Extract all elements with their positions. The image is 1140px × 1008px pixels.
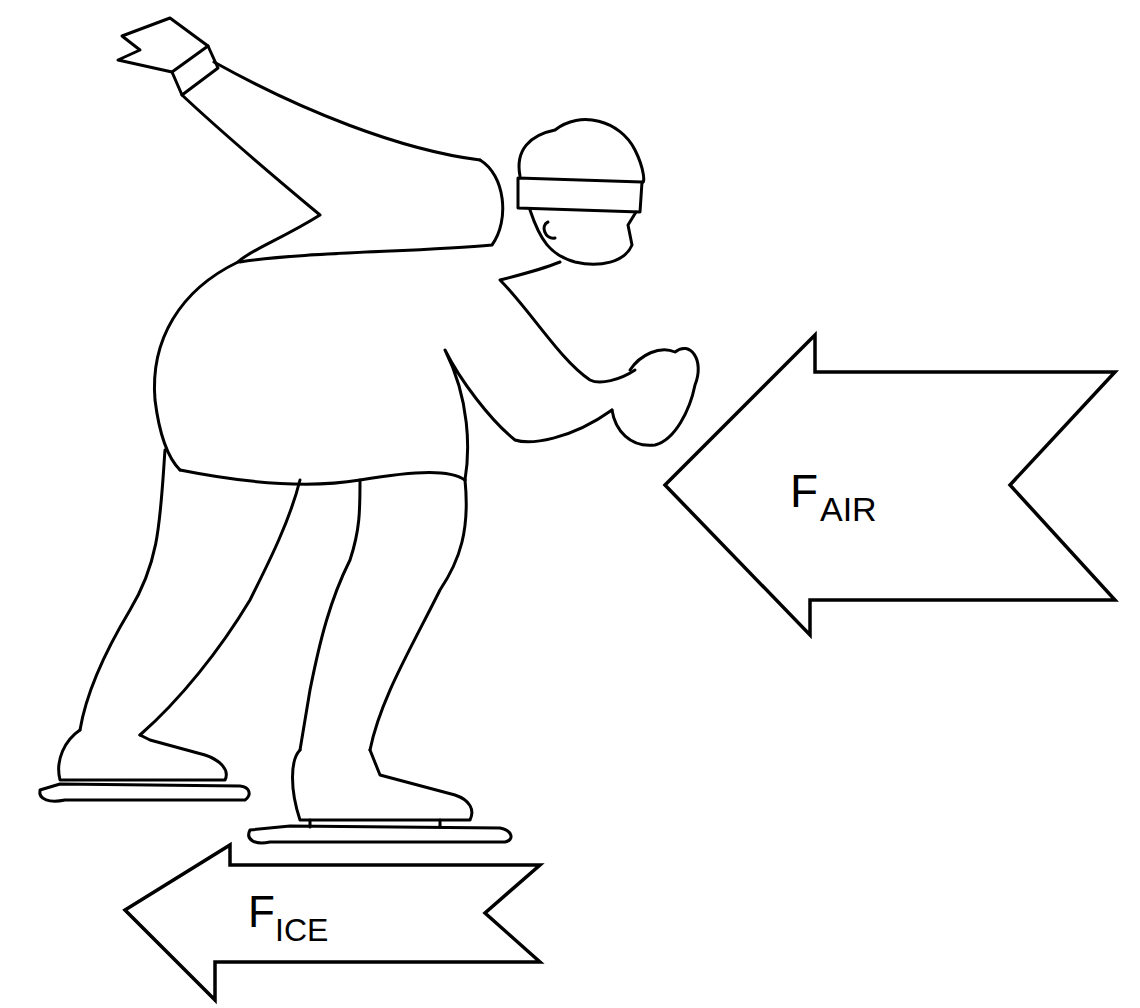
hip-line xyxy=(180,470,465,484)
force-subscript: AIR xyxy=(820,492,877,526)
raised-mitten xyxy=(118,18,208,72)
hat xyxy=(519,120,644,183)
force-subscript: ICE xyxy=(275,914,328,946)
arrow-shape xyxy=(125,845,540,1000)
front-glove xyxy=(612,348,698,445)
back-blade xyxy=(40,784,249,801)
mitten-cuff xyxy=(172,46,218,95)
arrow-outline xyxy=(120,840,545,1005)
hat-band xyxy=(518,178,642,212)
front-blade xyxy=(249,820,511,843)
force-symbol: F xyxy=(248,890,275,934)
back-boot xyxy=(59,730,227,780)
raised-arm xyxy=(182,62,480,262)
force-arrow: FICE xyxy=(120,840,545,1005)
chest-forearm xyxy=(500,262,635,382)
front-boot xyxy=(293,750,472,820)
face xyxy=(530,210,636,264)
ear xyxy=(544,222,555,238)
back-leg xyxy=(80,450,300,735)
force-symbol: F xyxy=(790,468,818,514)
arrow-outline xyxy=(660,330,1120,640)
back-outline xyxy=(154,262,238,470)
front-leg xyxy=(300,480,466,750)
shoulder xyxy=(240,160,503,262)
arrow-shape xyxy=(665,335,1115,635)
force-arrow: FAIR xyxy=(660,330,1120,640)
forearm-lower xyxy=(445,350,612,480)
